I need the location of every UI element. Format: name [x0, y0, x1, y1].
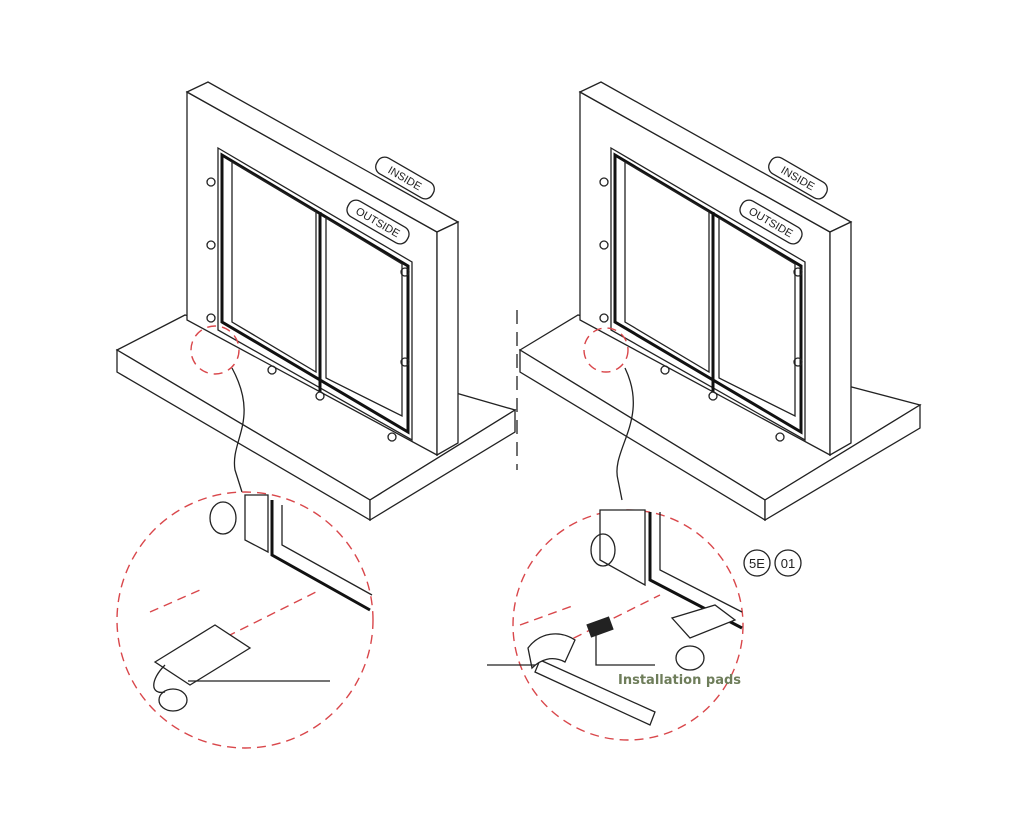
badge-01: 01 [774, 549, 802, 577]
left-window-frame [220, 152, 410, 435]
installation-pad-icon [586, 616, 614, 638]
left-view: INSIDE OUTSIDE [115, 81, 517, 749]
badge-5e: 5E [743, 549, 771, 577]
hammer-handle-icon [534, 659, 656, 726]
left-detail-content [149, 494, 373, 712]
left-detail-marker [190, 325, 240, 375]
left-ledge-side [369, 408, 516, 522]
installation-pads-label: Installation pads [618, 673, 741, 688]
right-detail-content [487, 509, 743, 726]
badge-code: 5E [749, 556, 765, 571]
badge-number: 01 [781, 556, 795, 571]
left-window-opening [217, 146, 413, 442]
right-anchor-icons [599, 177, 803, 442]
left-anchor-icons [206, 177, 410, 442]
right-leader-arrow [616, 367, 634, 501]
left-detail-circle [116, 491, 374, 749]
left-leader-arrow [231, 367, 245, 493]
hammer-head-icon [527, 633, 576, 670]
left-wall-side [436, 220, 459, 457]
right-detail-marker [583, 327, 629, 373]
right-view: INSIDE OUTSIDE Installation pads 5E [487, 81, 922, 741]
